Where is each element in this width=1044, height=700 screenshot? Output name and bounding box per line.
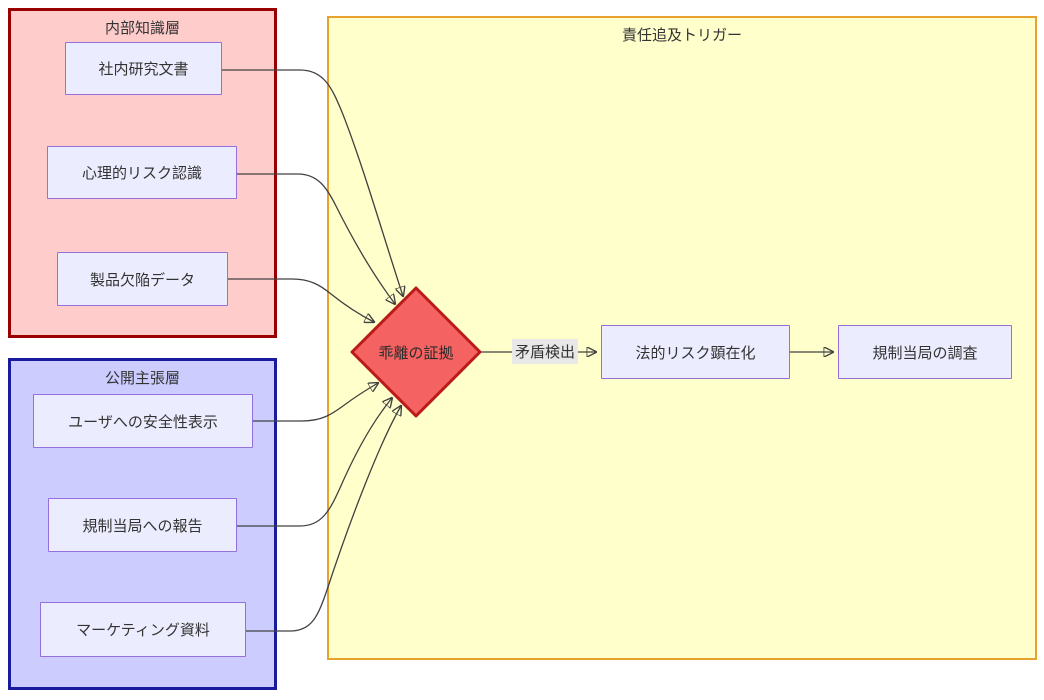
node-psychological-risk-awareness: 心理的リスク認識	[47, 146, 237, 199]
diamond-shape	[350, 286, 482, 418]
node-label: 法的リスク顕在化	[635, 344, 756, 362]
cluster-trigger-title: 責任追及トリガー	[621, 27, 742, 44]
node-user-safety-claims: ユーザへの安全性表示	[33, 394, 253, 448]
node-label: 規制当局の調査	[872, 344, 978, 362]
node-divergence-evidence-diamond: 乖離の証拠	[349, 285, 483, 419]
node-regulator-investigation: 規制当局の調査	[838, 325, 1012, 379]
node-label: 社内研究文書	[98, 61, 189, 78]
node-label: ユーザへの安全性表示	[68, 413, 218, 431]
node-product-defect-data: 製品欠陥データ	[57, 252, 228, 306]
node-label: 製品欠陥データ	[89, 271, 195, 289]
node-label: 規制当局への報告	[82, 517, 203, 535]
node-internal-research-documents: 社内研究文書	[65, 42, 222, 95]
node-regulator-reports: 規制当局への報告	[48, 498, 237, 552]
node-label: マーケティング資料	[76, 622, 210, 639]
node-label: 心理的リスク認識	[81, 165, 202, 182]
node-marketing-materials: マーケティング資料	[40, 602, 246, 657]
edge-label-contradiction-detected: 矛盾検出	[512, 339, 578, 364]
node-label: 乖離の証拠	[378, 344, 454, 362]
node-legal-risk-materialization: 法的リスク顕在化	[601, 325, 790, 379]
cluster-public-title: 公開主張層	[104, 370, 180, 387]
cluster-internal-title: 内部知識層	[104, 20, 180, 37]
